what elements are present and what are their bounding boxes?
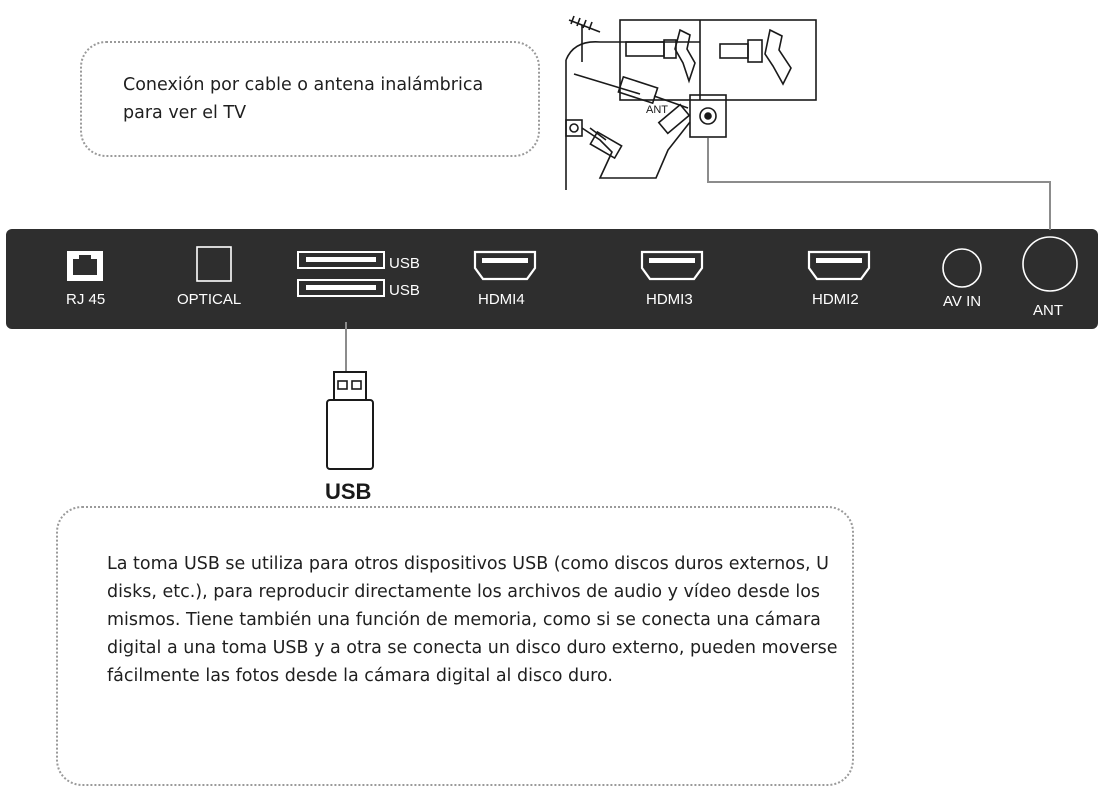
usb-port-top-icon	[297, 251, 385, 269]
hdmi4-pin-strip	[482, 258, 528, 263]
usb-flash-drive-icon	[326, 371, 374, 470]
optical-label: OPTICAL	[177, 291, 241, 308]
tv-back-panel	[6, 229, 1098, 329]
hdmi3-port-icon	[640, 250, 704, 281]
usb-top-label: USB	[389, 255, 420, 272]
ant-port-icon	[1022, 236, 1078, 292]
ant-label: ANT	[1033, 302, 1063, 319]
av-in-port-icon	[942, 248, 982, 288]
antenna-jack-label: ANT	[646, 104, 668, 116]
hdmi3-pin-strip	[649, 258, 695, 263]
av-in-label: AV IN	[943, 293, 981, 310]
optical-port-icon	[196, 246, 232, 282]
antenna-connection-illustration	[565, 15, 817, 190]
usb-bottom-label: USB	[389, 282, 420, 299]
antenna-callout	[80, 41, 540, 157]
antenna-icon	[568, 15, 601, 62]
usb-callout	[56, 506, 854, 786]
usb-device-caption: USB	[325, 479, 372, 504]
hdmi2-port-icon	[807, 250, 871, 281]
hdmi2-label: HDMI2	[812, 291, 859, 308]
ant-leader-line	[707, 138, 1051, 230]
usb-callout-text: La toma USB se utiliza para otros dispos…	[107, 554, 838, 686]
usb-port-bottom-icon	[297, 279, 385, 297]
hdmi3-label: HDMI3	[646, 291, 693, 308]
hdmi2-pin-strip	[816, 258, 862, 263]
hdmi4-port-icon	[473, 250, 537, 281]
rj45-port-icon	[67, 251, 103, 281]
hdmi4-label: HDMI4	[478, 291, 525, 308]
rj45-label: RJ 45	[66, 291, 105, 308]
antenna-callout-text: Conexión por cable o antena inalámbrica …	[123, 75, 484, 123]
